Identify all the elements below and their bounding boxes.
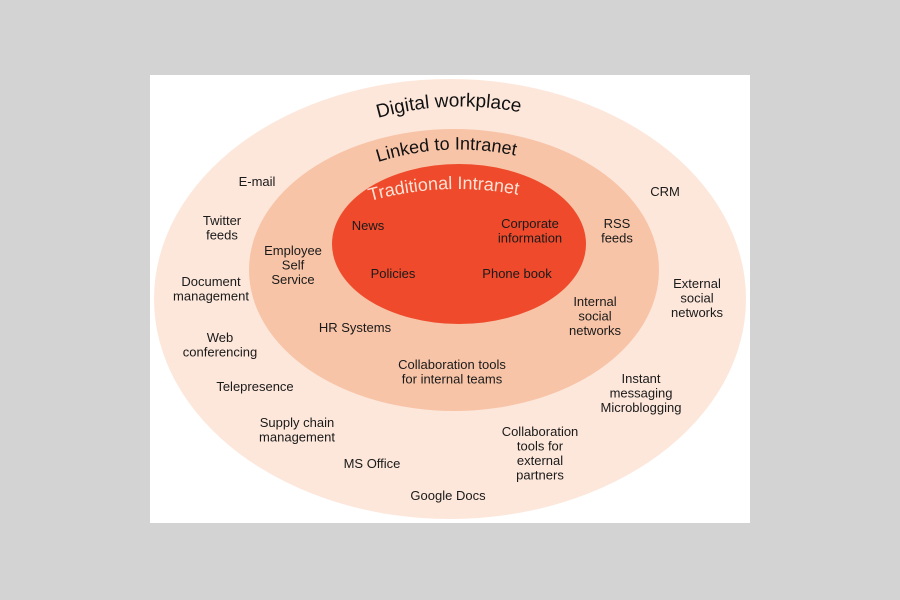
item-line: social <box>680 291 713 306</box>
item-line: management <box>173 289 249 304</box>
item-line: Web <box>207 330 234 345</box>
item-line: Phone book <box>482 266 552 281</box>
outer-ring-item: E-mail <box>239 174 276 189</box>
item-line: Microblogging <box>601 400 682 415</box>
item-line: RSS <box>604 216 631 231</box>
item-line: Telepresence <box>216 379 293 394</box>
item-line: Google Docs <box>410 488 486 503</box>
item-line: Internal <box>573 294 616 309</box>
item-line: Employee <box>264 243 322 258</box>
item-line: E-mail <box>239 174 276 189</box>
item-line: HR Systems <box>319 320 392 335</box>
item-line: Corporate <box>501 216 559 231</box>
item-line: partners <box>516 468 564 483</box>
inner-core-traditional-intranet <box>332 164 586 324</box>
item-line: management <box>259 430 335 445</box>
inner-ring-item: News <box>352 218 385 233</box>
item-line: networks <box>671 305 724 320</box>
item-line: networks <box>569 323 622 338</box>
item-line: Supply chain <box>260 415 334 430</box>
item-line: tools for <box>517 439 564 454</box>
item-line: external <box>517 453 563 468</box>
item-line: information <box>498 231 562 246</box>
item-line: CRM <box>650 184 680 199</box>
outer-ring-item: Google Docs <box>410 488 486 503</box>
item-line: Instant <box>621 371 660 386</box>
item-line: feeds <box>206 228 238 243</box>
item-line: Twitter <box>203 213 242 228</box>
item-line: Document <box>181 274 241 289</box>
inner-ring-item: Phone book <box>482 266 552 281</box>
outer-ring-item: Telepresence <box>216 379 293 394</box>
outer-ring-item: MS Office <box>344 456 401 471</box>
item-line: feeds <box>601 231 633 246</box>
item-line: messaging <box>610 386 673 401</box>
item-line: Policies <box>371 266 416 281</box>
inner-ring-item: Policies <box>371 266 416 281</box>
item-line: News <box>352 218 385 233</box>
item-line: Collaboration <box>502 424 579 439</box>
item-line: Service <box>271 272 314 287</box>
item-line: social <box>578 309 611 324</box>
middle-ring-item: HR Systems <box>319 320 392 335</box>
item-line: conferencing <box>183 345 257 360</box>
item-line: MS Office <box>344 456 401 471</box>
outer-ring-item: CRM <box>650 184 680 199</box>
item-line: for internal teams <box>402 372 503 387</box>
item-line: Collaboration tools <box>398 357 506 372</box>
item-line: Self <box>282 258 305 273</box>
item-line: External <box>673 276 721 291</box>
